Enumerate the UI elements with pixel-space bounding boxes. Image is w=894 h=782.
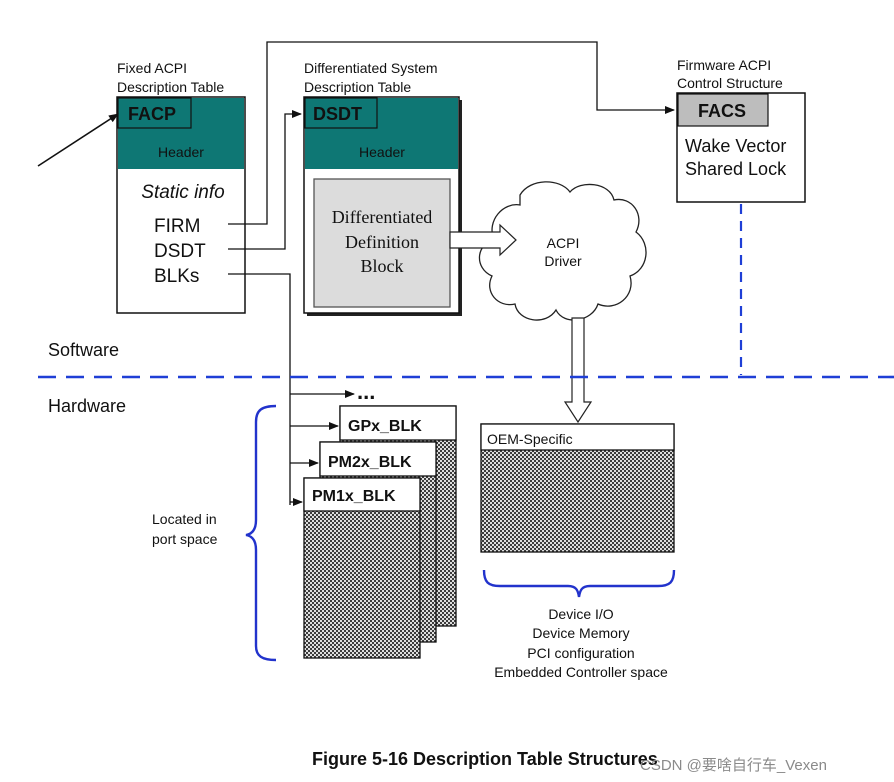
pm1x-label: PM1x_BLK — [312, 488, 396, 505]
facp-caption-line1: Fixed ACPI — [117, 60, 187, 76]
acpi-driver-cloud: ACPI Driver — [478, 181, 647, 321]
dsdt-pointer-line — [228, 110, 302, 250]
oem-desc-line2: Device Memory — [532, 625, 629, 641]
hardware-label: Hardware — [48, 396, 126, 416]
dsdt-caption-line1: Differentiated System — [304, 60, 438, 76]
ddb-line2: Definition — [345, 232, 419, 252]
facp-header-label: Header — [158, 144, 204, 160]
facs-shared-lock: Shared Lock — [685, 159, 787, 179]
oem-specific-block: OEM-Specific — [480, 423, 675, 553]
facp-caption-line2: Description Table — [117, 79, 224, 95]
blks-pointer-line — [228, 273, 291, 505]
differentiated-definition-block — [313, 178, 451, 308]
oem-brace — [482, 569, 676, 598]
facs-group: Firmware ACPI Control Structure FACS Wak… — [676, 57, 806, 203]
facs-caption-line1: Firmware ACPI — [677, 57, 771, 73]
facs-tag: FACS — [698, 101, 746, 121]
dsdt-group: Differentiated System Description Table … — [303, 60, 462, 316]
dsdt-caption-line2: Description Table — [304, 79, 411, 95]
oem-desc-line1: Device I/O — [548, 606, 613, 622]
facp-group: Fixed ACPI Description Table FACP Header… — [116, 60, 246, 314]
facp-tag-box — [117, 97, 192, 129]
facp-static-info: Static info — [141, 182, 224, 203]
located-line2: port space — [152, 531, 218, 547]
csdn-watermark: CSDN @要啥自行车_Vexen — [640, 757, 827, 774]
driver-to-oem-arrow — [563, 317, 593, 424]
ddb-to-driver-arrow — [449, 223, 517, 257]
gpx-label: GPx_BLK — [348, 418, 422, 435]
oem-desc-line4: Embedded Controller space — [494, 664, 668, 680]
facp-field-blks: BLKs — [154, 266, 199, 287]
driver-line1: ACPI — [547, 235, 580, 251]
firm-pointer-line — [228, 41, 675, 225]
facs-tag-box — [677, 93, 769, 127]
dsdt-header-label: Header — [359, 144, 405, 160]
ddb-line1: Differentiated — [332, 207, 433, 227]
ddb-line3: Block — [361, 256, 404, 276]
dsdt-tag: DSDT — [313, 104, 362, 124]
facs-caption-line2: Control Structure — [677, 75, 783, 91]
located-line1: Located in — [152, 511, 217, 527]
more-blocks-ellipsis: ... — [357, 379, 375, 404]
facp-tag: FACP — [128, 104, 176, 124]
port-space-brace — [245, 404, 277, 662]
facp-field-firm: FIRM — [154, 216, 200, 237]
oem-desc-line3: PCI configuration — [527, 645, 634, 661]
oem-label: OEM-Specific — [487, 431, 573, 447]
dsdt-tag-box — [304, 97, 378, 129]
software-label: Software — [48, 340, 119, 360]
figure-caption: Figure 5-16 Description Table Structures — [312, 749, 658, 769]
facs-wake-vector: Wake Vector — [685, 136, 786, 156]
pm1x-block: PM1x_BLK — [303, 477, 421, 659]
driver-line2: Driver — [544, 253, 582, 269]
root-pointer-arrow — [37, 113, 119, 167]
facp-field-dsdt: DSDT — [154, 241, 206, 262]
pm2x-label: PM2x_BLK — [328, 454, 412, 471]
